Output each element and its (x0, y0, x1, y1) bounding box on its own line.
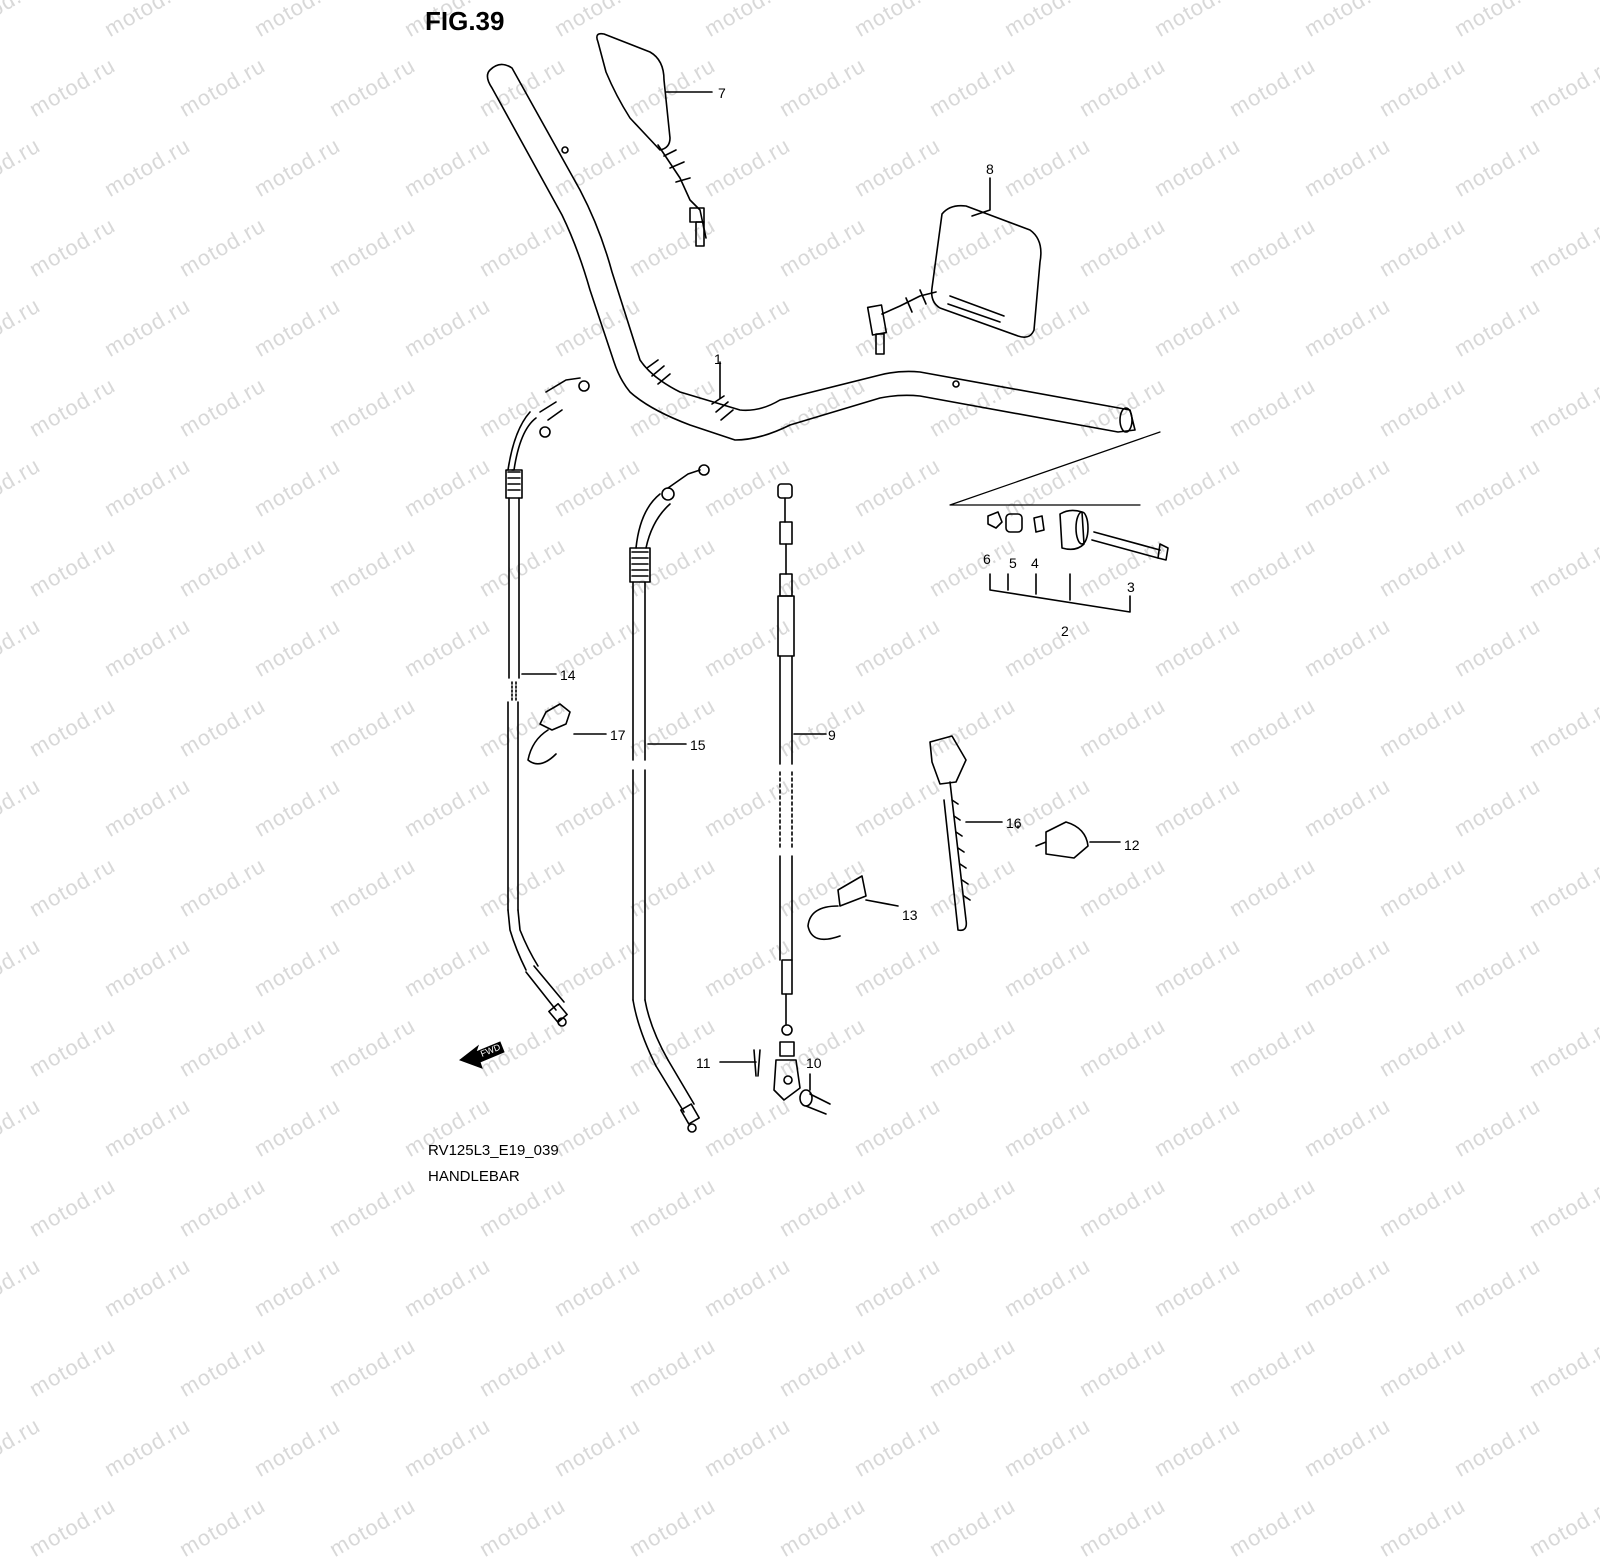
callout-6: 6 (983, 551, 991, 567)
mirror-left (596, 32, 707, 247)
watermark-text: motod.ru (700, 1252, 795, 1322)
watermark-text: motod.ru (325, 1332, 420, 1402)
watermark-text: motod.ru (25, 1332, 120, 1402)
clutch-cable (773, 483, 801, 1101)
watermark-text: motod.ru (1150, 1412, 1245, 1482)
watermark-text: motod.ru (1225, 1332, 1320, 1402)
watermark-text: motod.ru (1375, 1332, 1470, 1402)
callout-5: 5 (1009, 555, 1017, 571)
watermark-text: motod.ru (775, 1492, 870, 1562)
watermark-text: motod.ru (250, 1252, 345, 1322)
watermark-text: motod.ru (1000, 1252, 1095, 1322)
watermark-text: motod.ru (925, 1332, 1020, 1402)
callout-9: 9 (828, 727, 836, 743)
watermark-text: motod.ru (325, 1492, 420, 1562)
watermark-text: motod.ru (1075, 1332, 1170, 1402)
callout-3: 3 (1127, 579, 1135, 595)
section-line (949, 431, 1161, 506)
watermark-text: motod.ru (700, 1412, 795, 1482)
pin (799, 1089, 831, 1115)
diagram-drawing: FWD (458, 32, 1169, 1133)
fwd-arrow: FWD (458, 1041, 505, 1069)
clamp (1035, 821, 1089, 859)
callout-7: 7 (718, 85, 726, 101)
callout-10: 10 (806, 1055, 822, 1071)
watermark-text: motod.ru (1525, 1492, 1600, 1562)
watermark-text: motod.ru (175, 1492, 270, 1562)
callout-14: 14 (560, 667, 576, 683)
figure-title: FIG.39 (425, 6, 505, 36)
watermark-text: motod.ru (1525, 1332, 1600, 1402)
tie-strap (929, 735, 971, 932)
watermark-text: motod.ru (475, 1332, 570, 1402)
watermark-text: motod.ru (1450, 1412, 1545, 1482)
cable-guide (807, 875, 867, 941)
watermark-text: motod.ru (550, 1252, 645, 1322)
callout-15: 15 (690, 737, 706, 753)
watermark-text: motod.ru (925, 1492, 1020, 1562)
watermark-text: motod.ru (0, 1412, 45, 1482)
callout-13: 13 (902, 907, 918, 923)
model-code: RV125L3_E19_039 (428, 1142, 559, 1159)
watermark-text: motod.ru (1300, 1412, 1395, 1482)
watermark-text: motod.ru (25, 1492, 120, 1562)
mirror-right (866, 204, 1042, 355)
watermark-text: motod.ru (1225, 1492, 1320, 1562)
watermark-text: motod.ru (250, 1412, 345, 1482)
callout-16: 16 (1006, 815, 1022, 831)
watermark-text: motod.ru (550, 1412, 645, 1482)
cotter-pin (753, 1049, 761, 1077)
watermark-text: motod.ru (1000, 1412, 1095, 1482)
callout-17: 17 (610, 727, 626, 743)
callout-11: 11 (696, 1055, 711, 1071)
watermark-text: motod.ru (100, 1412, 195, 1482)
callout-4: 4 (1031, 555, 1039, 571)
watermark-text: motod.ru (100, 1252, 195, 1322)
callout-8: 8 (986, 161, 994, 177)
cable-clamp (527, 703, 571, 765)
watermark-text: motod.ru (625, 1332, 720, 1402)
bar-end-parts (987, 509, 1169, 613)
watermark-text: motod.ru (1075, 1492, 1170, 1562)
watermark-text: motod.ru (1375, 1492, 1470, 1562)
watermark-text: motod.ru (850, 1252, 945, 1322)
watermark-text: motod.ru (1150, 1252, 1245, 1322)
figure-name: HANDLEBAR (428, 1168, 520, 1185)
watermark-text: motod.ru (0, 1252, 45, 1322)
watermark-text: motod.ru (625, 1492, 720, 1562)
watermark-text: motod.ru (400, 1412, 495, 1482)
watermark-text: motod.ru (475, 1492, 570, 1562)
callout-1: 1 (714, 351, 722, 367)
watermark-text: motod.ru (400, 1252, 495, 1322)
handlebar (486, 63, 1136, 441)
throttle-cable-1 (505, 377, 590, 1027)
watermark-text: motod.ru (850, 1412, 945, 1482)
callout-12: 12 (1124, 837, 1140, 853)
callout-2: 2 (1061, 623, 1069, 639)
watermark-text: motod.ru (175, 1332, 270, 1402)
watermark-text: motod.ru (1450, 1252, 1545, 1322)
watermark-text: motod.ru (775, 1332, 870, 1402)
throttle-cable-2 (629, 464, 710, 1133)
watermark-text: motod.ru (1300, 1252, 1395, 1322)
